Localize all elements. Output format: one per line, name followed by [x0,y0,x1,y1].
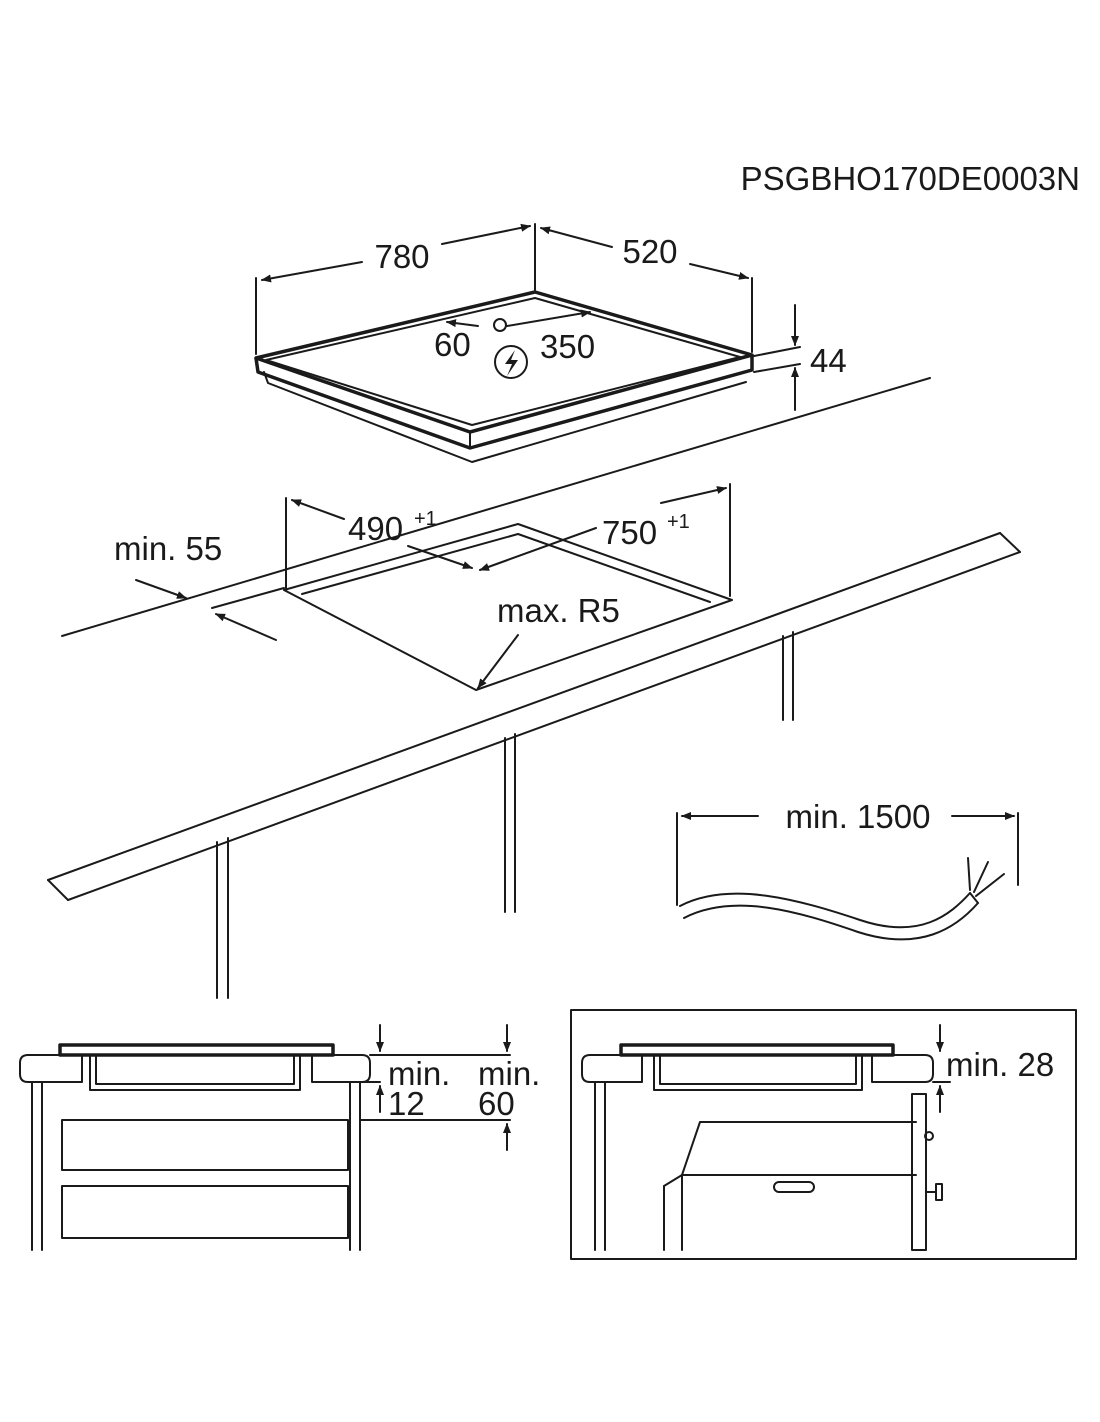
hob-width-dimension: 780 [255,223,536,355]
hob-depth-dimension: 520 [540,226,753,353]
electric-connection-icon [494,345,528,379]
section-left-dimensions: min. 12 min. 60 [359,1024,540,1151]
hob-height-dimension: 44 [753,304,847,411]
connection-distance-label: 350 [540,328,595,365]
hob-depth-label: 520 [622,233,677,270]
connection-dimension: 60 350 [434,309,595,365]
connection-offset-label: 60 [434,326,471,363]
gap-a-value: 12 [388,1085,425,1122]
hob-width-label: 780 [374,238,429,275]
section-right-illustration [570,1009,1077,1260]
gap-right-label: min. 28 [946,1046,1054,1083]
cutout-width-tolerance: +1 [667,511,690,533]
cutout-depth-tolerance: +1 [414,508,437,530]
cutout-width-label: 750 [602,514,657,551]
document-code: PSGBHO170DE0003N [741,160,1080,197]
cutout-depth-dimension: 490 +1 [285,497,473,589]
cutout-radius-label: max. R5 [497,592,620,629]
cable-length-label: min. 1500 [786,798,931,835]
hob-illustration [254,290,754,463]
gap-a-label: min. [388,1055,450,1092]
cutout-edge-dimension: min. 55 [114,530,285,641]
cutout-radius-dimension: max. R5 [477,592,620,689]
cutout-edge-label: min. 55 [114,530,222,567]
cutout-depth-label: 490 [348,510,403,547]
section-right-dimensions: min. 28 [932,1024,1054,1113]
cutout-width-dimension: 750 +1 [479,483,731,597]
section-left-illustration [19,1043,371,1251]
hob-height-label: 44 [810,342,847,379]
countertop-illustration [47,377,1021,999]
cable-illustration: min. 1500 [676,798,1019,941]
gap-b-value: 60 [478,1085,515,1122]
gap-b-label: min. [478,1055,540,1092]
